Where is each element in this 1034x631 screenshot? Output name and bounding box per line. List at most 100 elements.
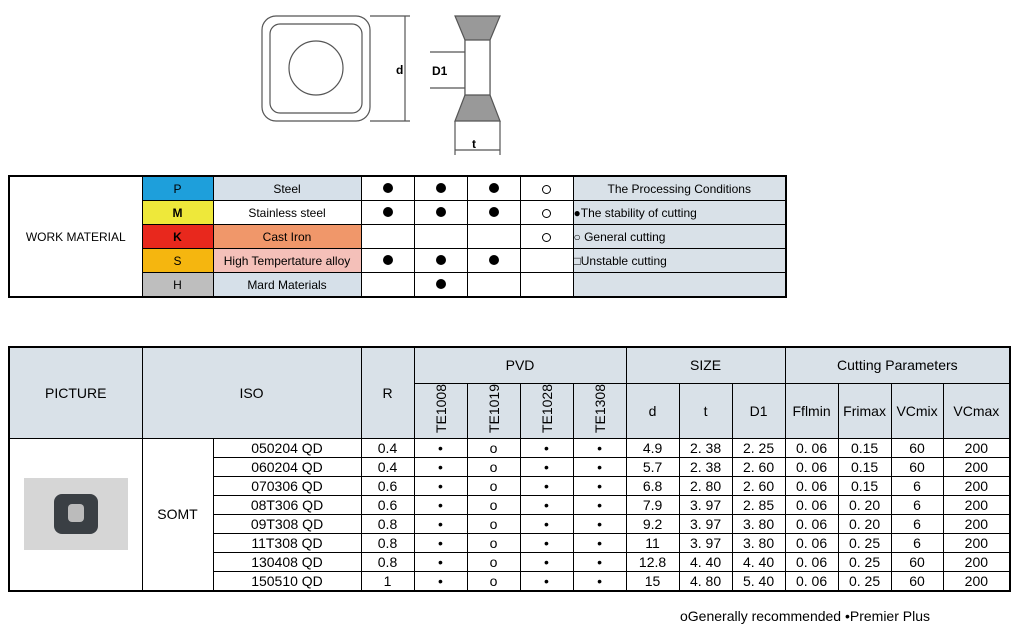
- table-cell: o: [466, 570, 521, 591]
- table-cell: 050204 QD: [212, 437, 362, 458]
- open-circle-icon: [542, 232, 551, 242]
- table-cell: 0.6: [360, 475, 415, 496]
- table-cell: 15: [625, 570, 680, 591]
- table-cell: 0.8: [360, 513, 415, 534]
- material-name: Mard Materials: [212, 272, 362, 298]
- table-cell: 2. 25: [731, 437, 786, 458]
- table-cell: 200: [942, 570, 1011, 591]
- table-cell: o: [466, 437, 521, 458]
- table-cell: 6: [890, 475, 944, 496]
- size-col-header: D1: [731, 382, 786, 439]
- table-cell: o: [466, 551, 521, 572]
- suitability-cell: [519, 200, 574, 225]
- header-pvd: PVD: [413, 346, 627, 384]
- suitability-cell: [466, 248, 521, 273]
- size-col-header: t: [678, 382, 733, 439]
- suitability-cell: [360, 224, 415, 249]
- grade-header: TE1308: [572, 382, 627, 439]
- table-cell: 060204 QD: [212, 456, 362, 477]
- insert-photo-icon: [53, 494, 98, 534]
- table-cell: 2. 85: [731, 494, 786, 515]
- table-cell: 6: [890, 532, 944, 553]
- table-cell: •: [572, 494, 627, 515]
- table-cell: 0. 25: [837, 551, 892, 572]
- table-cell: 0.15: [837, 437, 892, 458]
- table-cell: 0. 06: [784, 475, 839, 496]
- suitability-cell: [466, 200, 521, 225]
- filled-dot-icon: [488, 254, 499, 265]
- table-cell: 070306 QD: [212, 475, 362, 496]
- cut-col-header: Frimax: [837, 382, 892, 439]
- condition-text: ○ General cutting: [572, 224, 787, 249]
- material-code: H: [141, 272, 214, 298]
- table-cell: •: [572, 456, 627, 477]
- table-cell: 0. 06: [784, 570, 839, 591]
- table-cell: 3. 97: [678, 513, 733, 534]
- material-code: S: [141, 248, 214, 273]
- grade-header: TE1008: [413, 382, 468, 439]
- table-cell: •: [413, 456, 468, 477]
- series-name: SOMT: [141, 437, 214, 591]
- table-cell: 0. 06: [784, 513, 839, 534]
- table-cell: 4. 40: [678, 551, 733, 572]
- legend-note: oGenerally recommended •Premier Plus: [680, 608, 931, 624]
- suitability-cell: [413, 248, 468, 273]
- filled-dot-icon: [435, 206, 446, 217]
- table-cell: 0. 06: [784, 551, 839, 572]
- suitability-cell: [519, 175, 574, 201]
- table-cell: 0. 25: [837, 570, 892, 591]
- filled-dot-icon: [435, 254, 446, 265]
- table-cell: •: [572, 551, 627, 572]
- insert-diagram: d D1 t: [261, 15, 501, 155]
- table-cell: 11: [625, 532, 680, 553]
- table-cell: •: [519, 475, 574, 496]
- table-cell: 0.8: [360, 532, 415, 553]
- table-cell: 0. 06: [784, 456, 839, 477]
- product-table: PICTURE ISO R PVD SIZE Cutting Parameter…: [8, 346, 1012, 592]
- table-cell: 0. 20: [837, 494, 892, 515]
- table-cell: 200: [942, 532, 1011, 553]
- cut-col-header: Fflmin: [784, 382, 839, 439]
- table-cell: •: [572, 532, 627, 553]
- header-cutting: Cutting Parameters: [784, 346, 1011, 384]
- dim-t-label: t: [472, 137, 476, 151]
- suitability-cell: [360, 200, 415, 225]
- material-name: Cast Iron: [212, 224, 362, 249]
- table-cell: 200: [942, 551, 1011, 572]
- material-name: High Tempertature alloy: [212, 248, 362, 273]
- material-code: P: [141, 175, 214, 201]
- table-cell: •: [519, 456, 574, 477]
- table-cell: 60: [890, 437, 944, 458]
- table-cell: 3. 97: [678, 532, 733, 553]
- dim-D1-label: D1: [432, 64, 448, 78]
- table-cell: •: [519, 551, 574, 572]
- table-cell: 0.4: [360, 437, 415, 458]
- suitability-cell: [360, 272, 415, 298]
- table-cell: •: [413, 513, 468, 534]
- table-cell: •: [519, 494, 574, 515]
- table-cell: •: [572, 513, 627, 534]
- suitability-cell: [519, 248, 574, 273]
- table-cell: 9.2: [625, 513, 680, 534]
- table-cell: 6.8: [625, 475, 680, 496]
- table-cell: 60: [890, 456, 944, 477]
- condition-text: The Processing Conditions: [572, 175, 787, 201]
- suitability-cell: [360, 248, 415, 273]
- table-cell: 2. 60: [731, 456, 786, 477]
- table-cell: 1: [360, 570, 415, 591]
- table-cell: 200: [942, 456, 1011, 477]
- work-material-label: WORK MATERIAL: [8, 175, 143, 298]
- filled-dot-icon: [382, 254, 393, 265]
- dim-d-label: d: [396, 63, 403, 77]
- table-cell: 200: [942, 494, 1011, 515]
- table-cell: o: [466, 456, 521, 477]
- suitability-cell: [413, 200, 468, 225]
- header-r: R: [360, 346, 415, 439]
- table-cell: 5.7: [625, 456, 680, 477]
- table-cell: 3. 80: [731, 513, 786, 534]
